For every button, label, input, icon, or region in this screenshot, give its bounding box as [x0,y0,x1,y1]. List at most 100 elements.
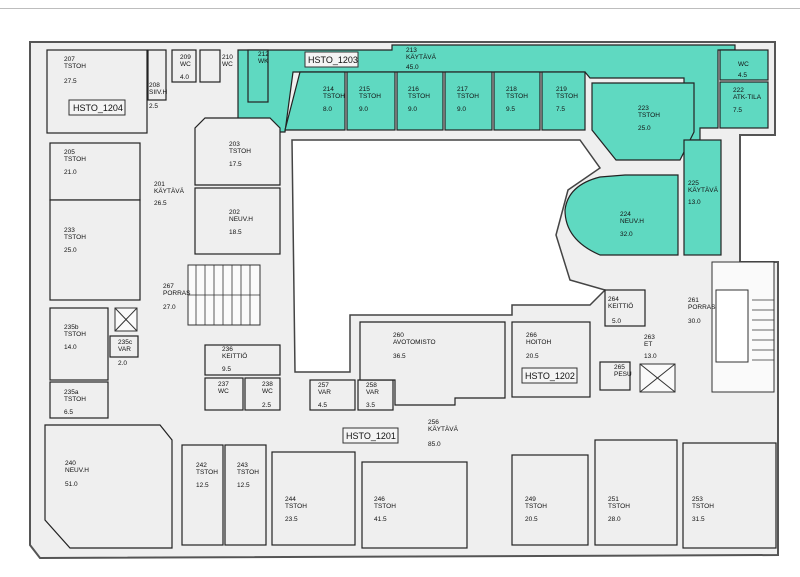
svg-text:NEUV.H: NEUV.H [65,467,89,474]
svg-text:218: 218 [506,86,517,93]
svg-text:WC: WC [222,61,233,68]
svg-text:WC: WC [218,388,229,395]
svg-text:HOITOH: HOITOH [526,339,551,346]
svg-text:13.0: 13.0 [688,199,701,206]
svg-text:TSTOH: TSTOH [408,93,430,100]
svg-text:PORRAS: PORRAS [688,304,716,311]
svg-text:246: 246 [374,496,385,503]
svg-text:ATK-TILA: ATK-TILA [733,94,762,101]
svg-text:KÄYTÄVÄ: KÄYTÄVÄ [428,425,459,433]
svg-text:267: 267 [163,283,174,290]
svg-text:45.0: 45.0 [406,64,419,71]
svg-text:TSTOH: TSTOH [323,93,345,100]
room-221[interactable]: WC4.5 [719,49,769,81]
svg-text:KÄYTÄVÄ: KÄYTÄVÄ [688,186,719,194]
svg-text:SIIV.H: SIIV.H [149,89,167,96]
svg-text:TSTOH: TSTOH [64,63,86,70]
svg-text:41.5: 41.5 [374,516,387,523]
svg-text:VAR: VAR [118,346,131,353]
svg-text:TSTOH: TSTOH [64,234,86,241]
elevator-icon [114,307,138,332]
svg-text:HSTO_1204: HSTO_1204 [73,103,123,113]
svg-text:27.5: 27.5 [64,78,77,85]
svg-text:216: 216 [408,86,419,93]
svg-text:235a: 235a [64,389,79,396]
svg-text:263: 263 [644,334,655,341]
svg-text:258: 258 [366,382,377,389]
svg-text:KEITTIÖ: KEITTIÖ [608,302,633,310]
svg-text:AVOTOMISTO: AVOTOMISTO [393,339,436,346]
svg-text:WC: WC [262,388,273,395]
svg-text:14.0: 14.0 [64,344,77,351]
svg-text:9.5: 9.5 [506,106,515,113]
svg-text:5.0: 5.0 [612,318,621,325]
elevator-icon [639,363,676,393]
svg-text:209: 209 [180,54,191,61]
zone-label-hsto-1201: HSTO_1201 [342,427,399,444]
svg-text:219: 219 [556,86,567,93]
svg-text:264: 264 [608,296,619,303]
svg-text:HSTO_1202: HSTO_1202 [525,371,575,381]
svg-text:TSTOH: TSTOH [506,93,528,100]
svg-text:32.0: 32.0 [620,231,633,238]
svg-text:9.0: 9.0 [457,106,466,113]
svg-text:12.5: 12.5 [237,482,250,489]
svg-text:257: 257 [318,382,329,389]
svg-text:7.5: 7.5 [733,107,742,114]
svg-text:201: 201 [154,181,165,188]
svg-text:25.0: 25.0 [64,247,77,254]
svg-text:208: 208 [149,82,160,89]
svg-text:212: 212 [258,51,269,58]
svg-text:27.0: 27.0 [163,304,176,311]
svg-text:225: 225 [688,180,699,187]
svg-text:85.0: 85.0 [428,441,441,448]
svg-text:18.5: 18.5 [229,229,242,236]
